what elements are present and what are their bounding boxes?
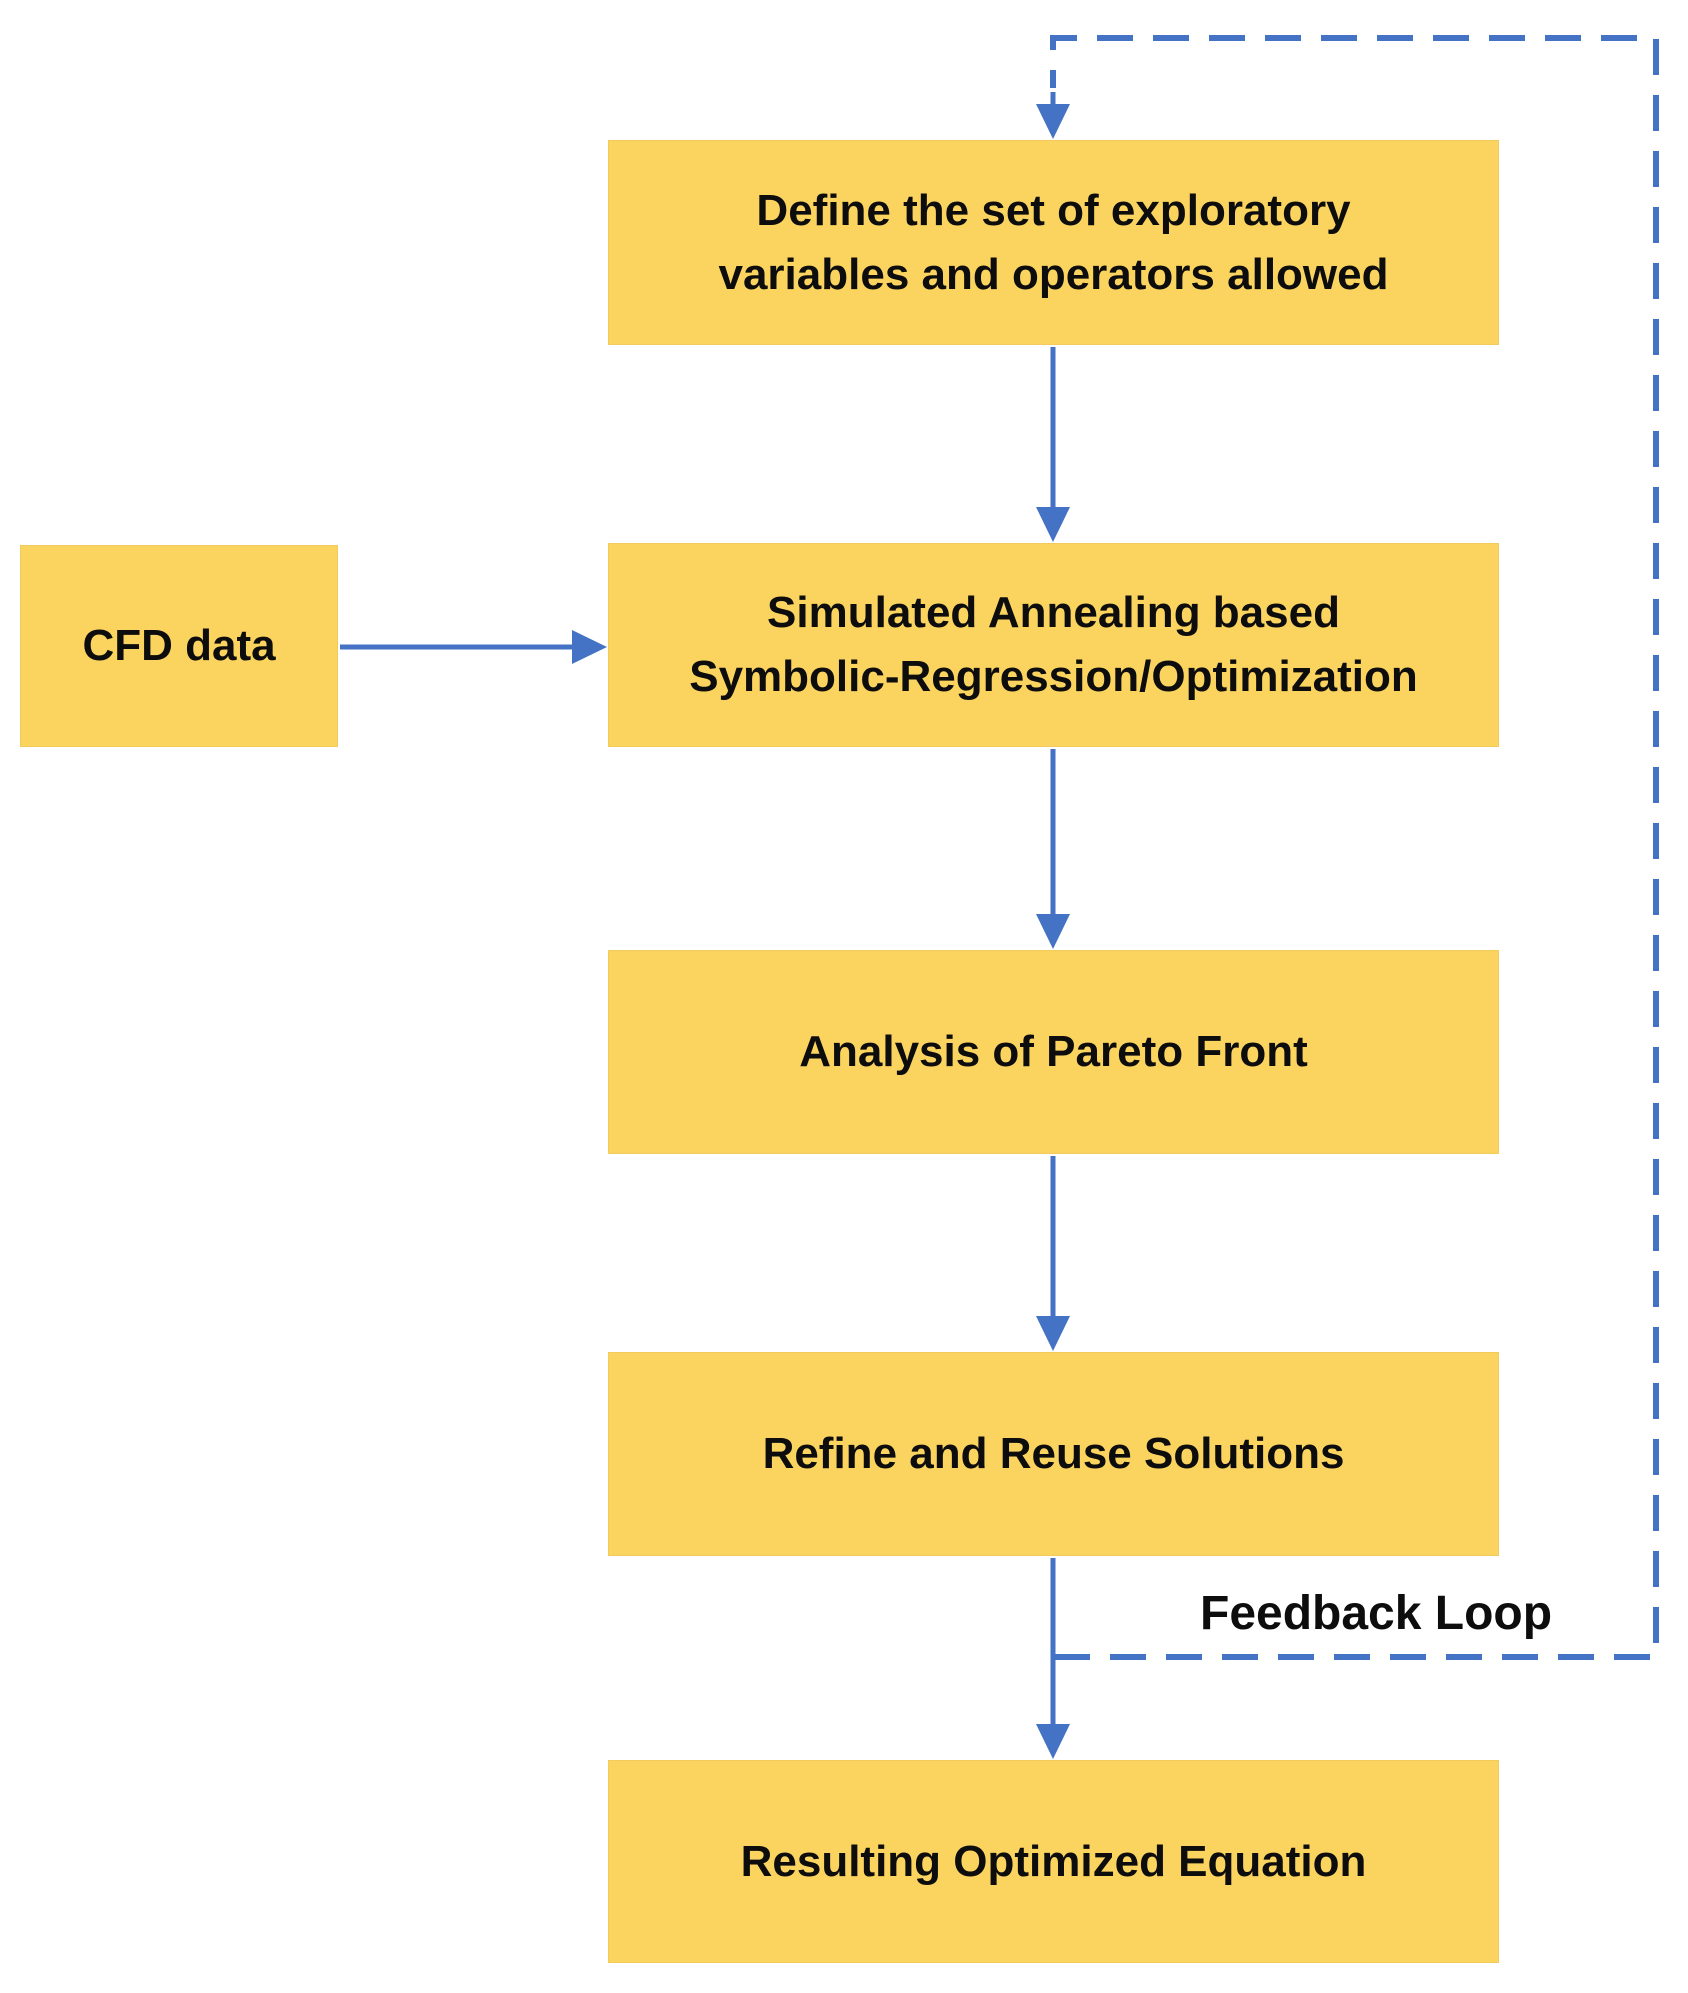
node-cfd-data: CFD data	[20, 545, 338, 747]
node-simulated-annealing-label: Simulated Annealing based Symbolic-Regre…	[689, 588, 1418, 701]
node-define: Define the set of exploratory variables …	[608, 140, 1499, 345]
node-define-label: Define the set of exploratory variables …	[718, 185, 1389, 299]
arrow-cfd-to-annealing	[340, 630, 607, 664]
feedback-loop-label: Feedback Loop	[1200, 1587, 1553, 1640]
feedback-loop-dashed-path	[1050, 35, 1659, 1660]
node-resulting-equation-label: Resulting Optimized Equation	[740, 1836, 1367, 1886]
node-cfd-data-label: CFD data	[82, 621, 276, 671]
arrow-define-to-annealing	[1036, 347, 1070, 542]
node-pareto-front-label: Analysis of Pareto Front	[799, 1027, 1308, 1077]
node-resulting-equation: Resulting Optimized Equation	[608, 1760, 1499, 1963]
node-simulated-annealing: Simulated Annealing based Symbolic-Regre…	[608, 543, 1499, 747]
node-refine-reuse-label: Refine and Reuse Solutions	[762, 1429, 1345, 1479]
arrow-feedback-to-define	[1036, 92, 1070, 139]
arrow-pareto-to-refine	[1036, 1156, 1070, 1351]
arrow-refine-to-result	[1036, 1558, 1070, 1759]
arrow-annealing-to-pareto	[1036, 749, 1070, 949]
node-pareto-front: Analysis of Pareto Front	[608, 950, 1499, 1154]
node-refine-reuse: Refine and Reuse Solutions	[608, 1352, 1499, 1556]
